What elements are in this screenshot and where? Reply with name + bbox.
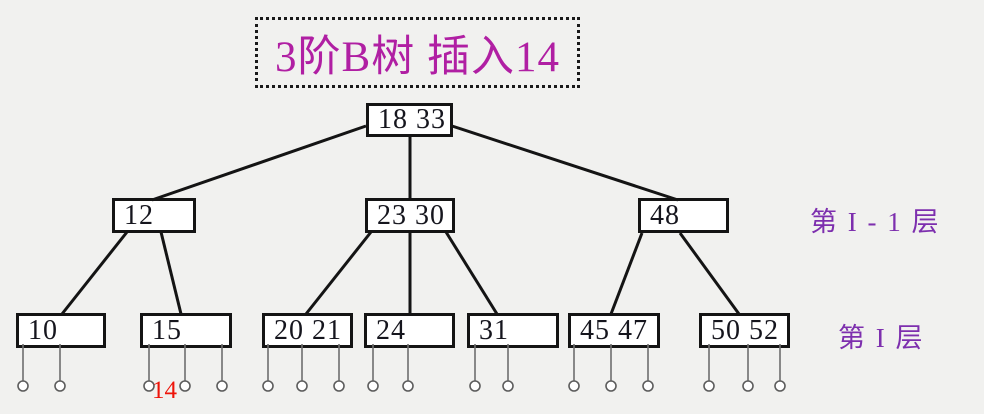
leaf-pointer-stems	[22, 344, 781, 381]
tree-node-45-47: 45 47	[568, 313, 660, 348]
level-label-upper: 第 I - 1 层	[810, 207, 941, 237]
tree-node-keys: 15	[152, 314, 182, 346]
edge-48-to-45-47	[609, 232, 644, 315]
tree-node-48: 48	[638, 198, 729, 233]
tree-node-23-30: 23 30	[365, 198, 455, 233]
edge-48-to-50-52	[678, 232, 741, 315]
tree-node-keys: 48	[650, 199, 680, 231]
tree-node-keys: 20 21	[274, 314, 342, 346]
tree-node-keys: 12	[124, 199, 154, 231]
tree-node-10: 10	[16, 313, 106, 348]
tree-node-15: 15	[140, 313, 232, 348]
diagram-title-box: 3阶B树 插入14	[255, 17, 580, 88]
insert-key-label: 14	[152, 377, 177, 404]
tree-node-keys: 18 33	[378, 104, 446, 135]
edge-23-30-to-31	[444, 231, 499, 315]
tree-node-keys: 23 30	[377, 199, 445, 231]
tree-node-keys: 31	[479, 314, 509, 346]
tree-node-keys: 10	[28, 314, 58, 346]
tree-node-31: 31	[467, 313, 559, 348]
edge-root-to-48	[451, 124, 679, 202]
diagram-title: 3阶B树 插入14	[275, 33, 560, 81]
tree-node-50-52: 50 52	[699, 313, 790, 348]
edge-12-to-10	[60, 231, 129, 315]
level-label-lower: 第 I 层	[838, 323, 925, 353]
tree-node-keys: 45 47	[580, 314, 648, 346]
leaf-pointer-circles	[17, 380, 786, 392]
tree-node-keys: 50 52	[711, 314, 779, 346]
edge-12-to-15	[159, 231, 183, 315]
tree-node-keys: 24	[376, 314, 406, 346]
tree-node-root: 18 33	[366, 103, 453, 137]
edge-23-30-to-20-21	[304, 231, 373, 315]
tree-node-12: 12	[112, 198, 196, 233]
tree-node-20-21: 20 21	[262, 313, 353, 348]
edge-root-to-12	[151, 124, 367, 202]
tree-node-24: 24	[364, 313, 455, 348]
